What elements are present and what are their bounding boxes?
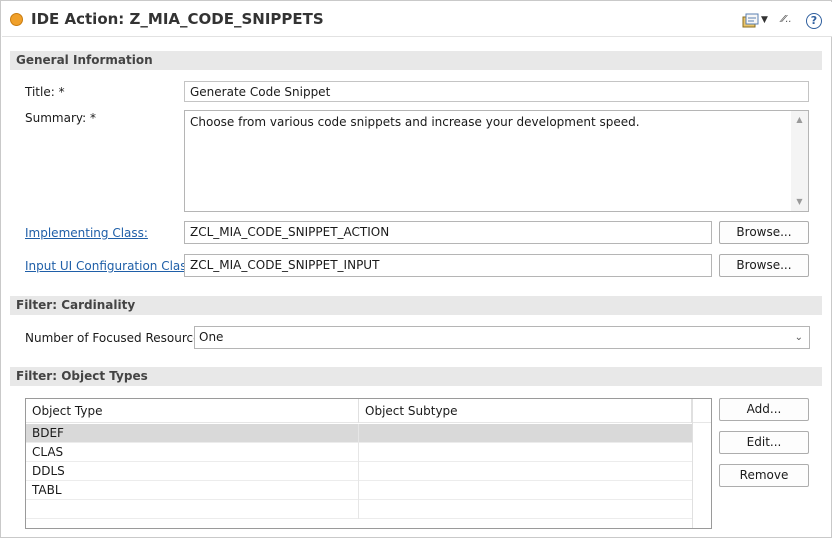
scroll-up-icon[interactable]: ▲ <box>796 115 803 124</box>
column-header-object-subtype[interactable]: Object Subtype <box>359 399 692 423</box>
table-row[interactable]: DDLS <box>26 462 692 481</box>
chevron-down-icon[interactable]: ⌄ <box>794 332 803 343</box>
cell-object-type: TABL <box>26 481 359 500</box>
editor-header: IDE Action: Z_MIA_CODE_SNIPPETS ▼ ⁄⁄.. ? <box>2 2 832 37</box>
title-input[interactable] <box>184 81 809 102</box>
cell-object-type: CLAS <box>26 443 359 462</box>
browse-input-ui-class-button[interactable]: Browse... <box>719 254 809 277</box>
table-row-empty <box>26 500 692 519</box>
general-section-header[interactable]: General Information <box>10 51 822 70</box>
object-types-table: Object Type Object Subtype BDEF CLAS DDL… <box>25 398 712 529</box>
summary-scrollbar[interactable]: ▲ ▼ <box>791 111 808 211</box>
scroll-down-icon[interactable]: ▼ <box>796 197 803 206</box>
page-title: IDE Action: Z_MIA_CODE_SNIPPETS <box>31 10 324 28</box>
edit-object-type-button[interactable]: Edit... <box>719 431 809 454</box>
focused-resources-label: Number of Focused Resources: <box>25 331 211 345</box>
summary-textarea[interactable]: Choose from various code snippets and in… <box>184 110 809 212</box>
summary-label: Summary: * <box>25 111 96 125</box>
cell-object-subtype <box>359 481 692 500</box>
cardinality-section-header[interactable]: Filter: Cardinality <box>10 296 822 315</box>
cell-object-subtype <box>359 424 692 443</box>
table-row[interactable]: TABL <box>26 481 692 500</box>
column-header-object-type[interactable]: Object Type <box>26 399 359 423</box>
cell-object-subtype <box>359 443 692 462</box>
dropdown-arrow-icon[interactable]: ▼ <box>761 15 768 25</box>
focused-resources-select[interactable]: One ⌄ <box>194 326 810 349</box>
input-ui-config-class-input[interactable]: ZCL_MIA_CODE_SNIPPET_INPUT <box>184 254 712 277</box>
browse-implementing-class-button[interactable]: Browse... <box>719 221 809 244</box>
expand-icon[interactable] <box>742 13 760 29</box>
cell-empty <box>26 500 359 519</box>
table-row[interactable]: BDEF <box>26 424 692 443</box>
focused-resources-value: One <box>199 330 224 344</box>
cell-object-subtype <box>359 462 692 481</box>
help-icon[interactable]: ? <box>806 13 822 29</box>
implementing-class-input[interactable]: ZCL_MIA_CODE_SNIPPET_ACTION <box>184 221 712 244</box>
cell-object-type: DDLS <box>26 462 359 481</box>
object-types-section-header[interactable]: Filter: Object Types <box>10 367 822 386</box>
ide-action-icon <box>10 13 23 26</box>
add-object-type-button[interactable]: Add... <box>719 398 809 421</box>
table-vertical-divider <box>692 399 693 528</box>
title-label: Title: * <box>25 85 65 99</box>
header-toolbar: ▼ ⁄⁄.. ? <box>732 13 822 29</box>
cell-object-type: BDEF <box>26 424 359 443</box>
table-header: Object Type Object Subtype <box>26 399 711 423</box>
implementing-class-link[interactable]: Implementing Class: <box>25 226 148 240</box>
table-row[interactable]: CLAS <box>26 443 692 462</box>
remove-object-type-button[interactable]: Remove <box>719 464 809 487</box>
input-ui-config-class-link[interactable]: Input UI Configuration Class: <box>25 259 197 273</box>
collapse-icon[interactable]: ⁄⁄.. <box>782 14 792 25</box>
